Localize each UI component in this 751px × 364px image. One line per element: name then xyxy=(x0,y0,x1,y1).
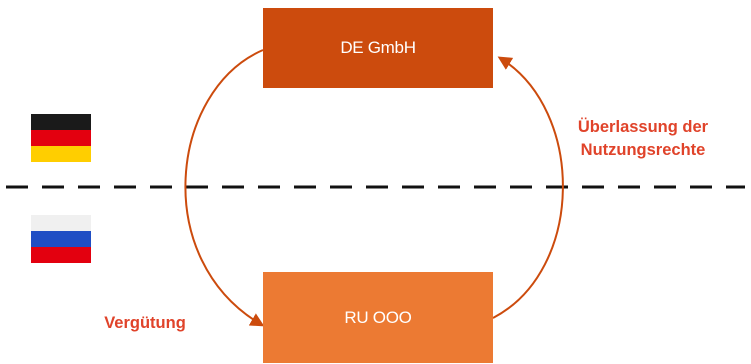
parent-company-box: DE GmbH xyxy=(263,8,493,88)
payment-flow-label: Vergütung xyxy=(70,312,220,335)
subsidiary-company-box: RU OOO xyxy=(263,272,493,363)
payment-arrow xyxy=(184,49,265,327)
payment-label: Vergütung xyxy=(104,314,186,332)
russia-flag-stripe-white xyxy=(31,215,91,231)
parent-company-label: DE GmbH xyxy=(340,38,416,57)
russia-flag-icon xyxy=(31,215,91,263)
licensing-label-line1: Überlassung der xyxy=(577,118,709,136)
licensing-arrow xyxy=(492,56,564,319)
licensing-label-line2: Nutzungsrechte xyxy=(580,141,706,159)
germany-flag-stripe-black xyxy=(31,114,91,130)
germany-flag-icon xyxy=(31,114,91,162)
subsidiary-company-label: RU OOO xyxy=(344,307,412,327)
germany-flag-stripe-red xyxy=(31,130,91,146)
russia-flag-stripe-red xyxy=(31,247,91,263)
russia-flag-stripe-blue xyxy=(31,231,91,247)
licensing-flow-label: Überlassung der Nutzungsrechte xyxy=(548,116,738,162)
germany-flag-stripe-gold xyxy=(31,146,91,162)
